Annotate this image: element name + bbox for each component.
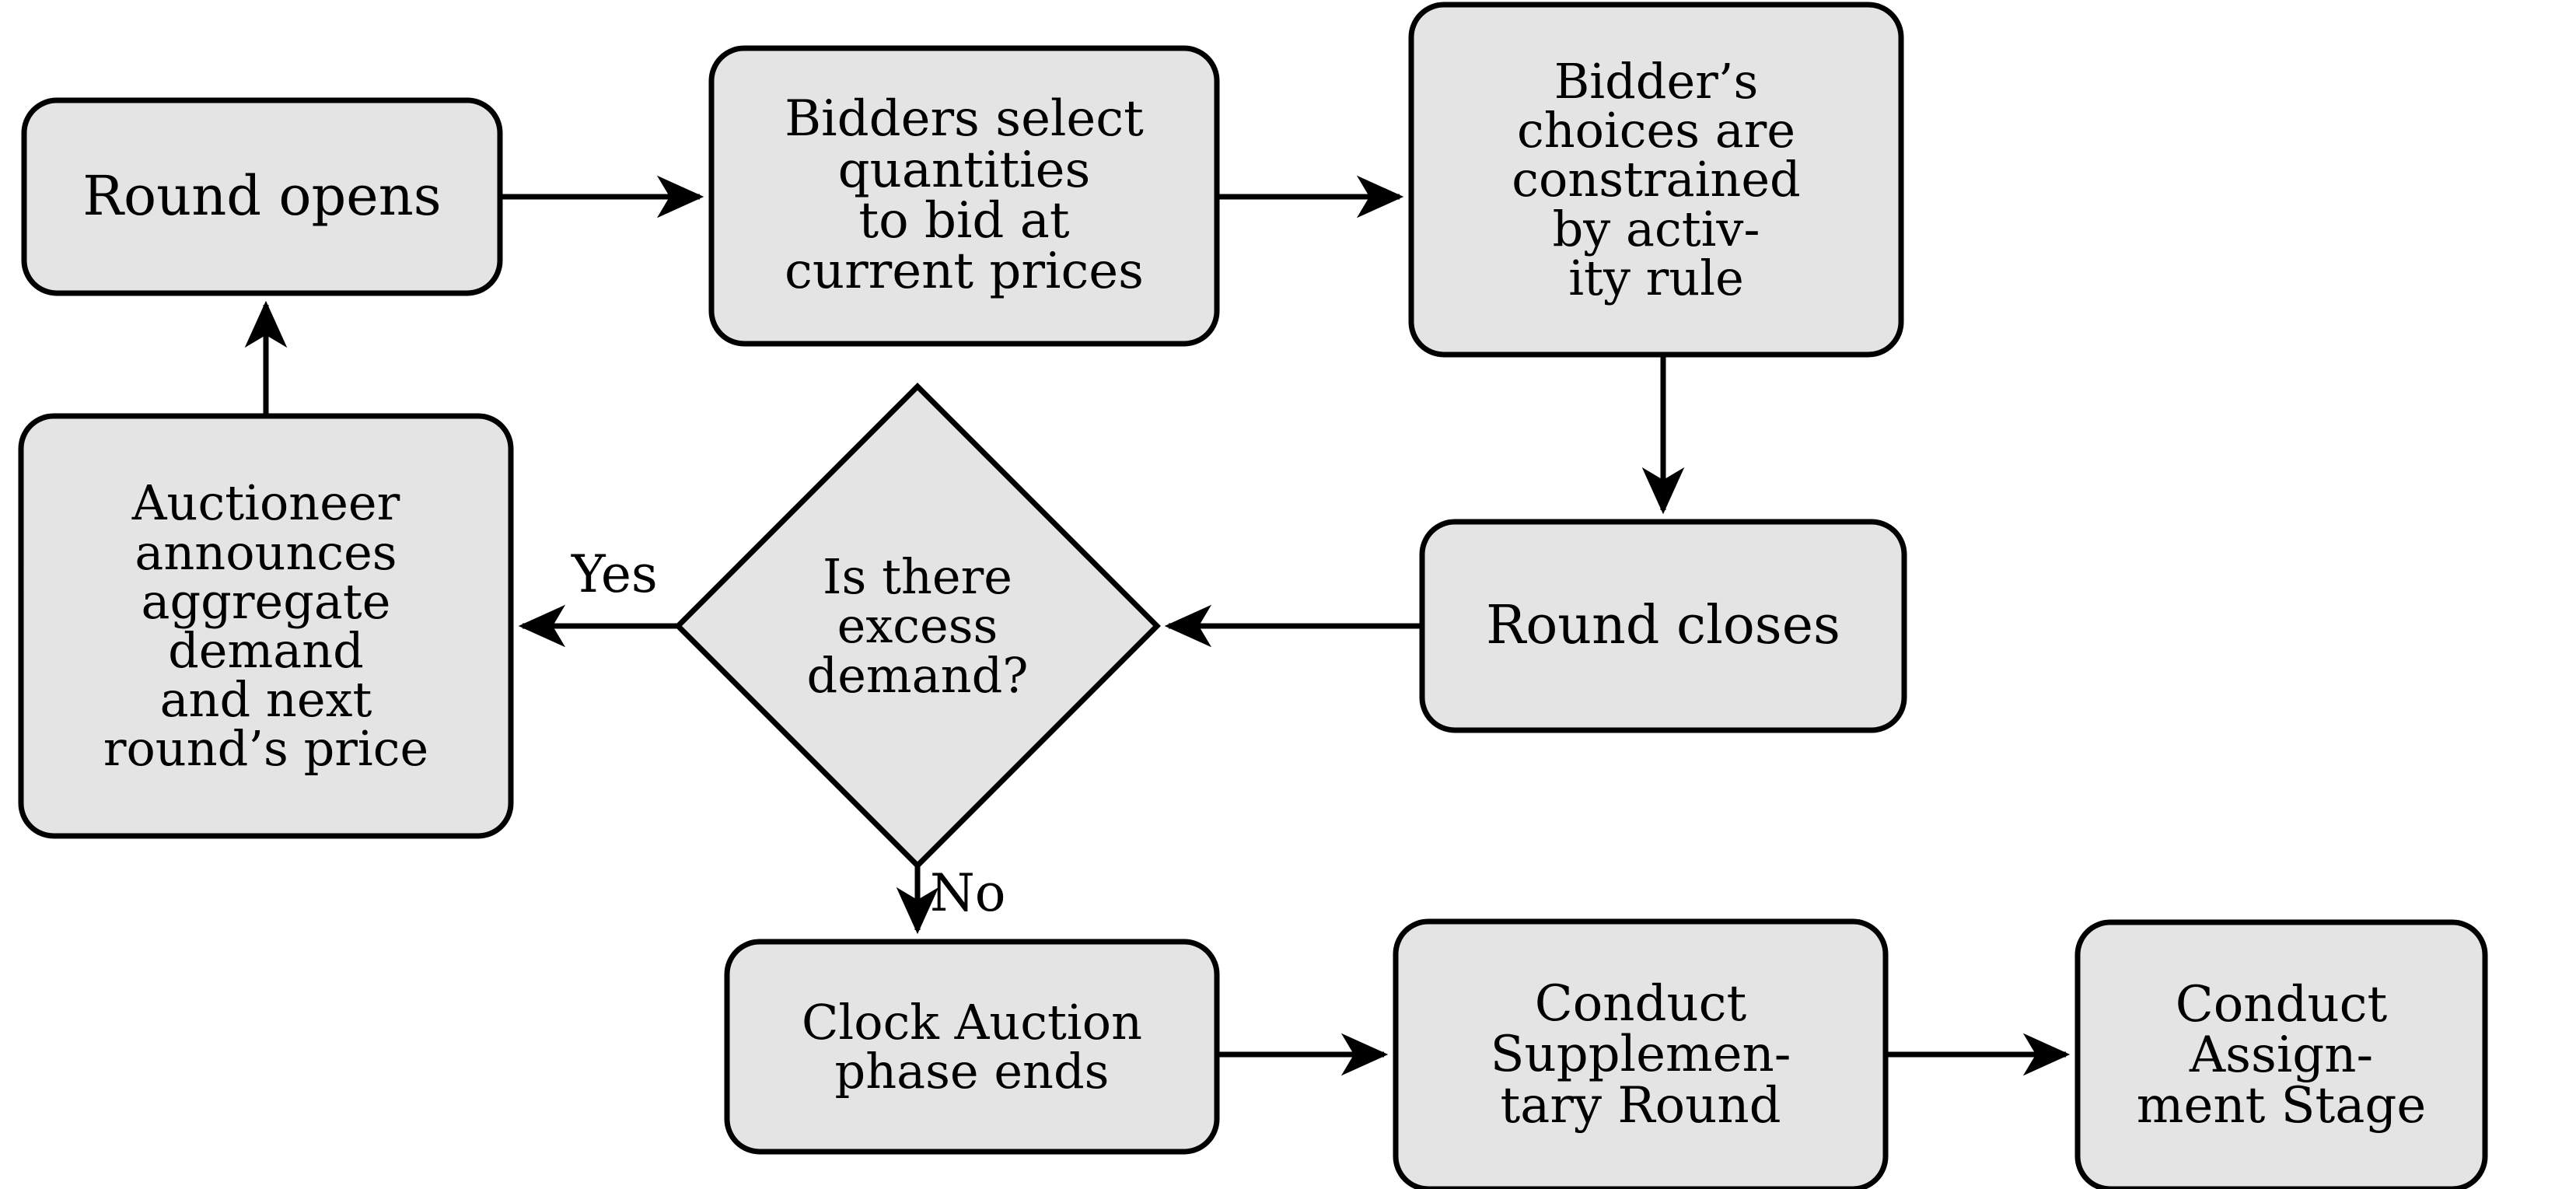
edge-label-no: No — [930, 863, 1006, 923]
node-round-opens-shape[interactable] — [21, 97, 503, 296]
node-clock-auction-phase-ends-shape[interactable] — [724, 939, 1220, 1155]
node-conduct-assignment-stage-shape[interactable] — [2074, 919, 2488, 1189]
node-bidders-select-quantities-shape[interactable] — [708, 45, 1220, 347]
edge-label-yes: Yes — [571, 544, 658, 604]
node-auctioneer-announces-shape[interactable] — [18, 413, 514, 839]
node-conduct-supplementary-round-shape[interactable] — [1393, 918, 1889, 1189]
node-round-closes-shape[interactable] — [1419, 519, 1907, 733]
node-excess-demand-decision-shape[interactable] — [674, 383, 1161, 869]
node-bidders-choices-constrained-shape[interactable] — [1408, 2, 1904, 358]
